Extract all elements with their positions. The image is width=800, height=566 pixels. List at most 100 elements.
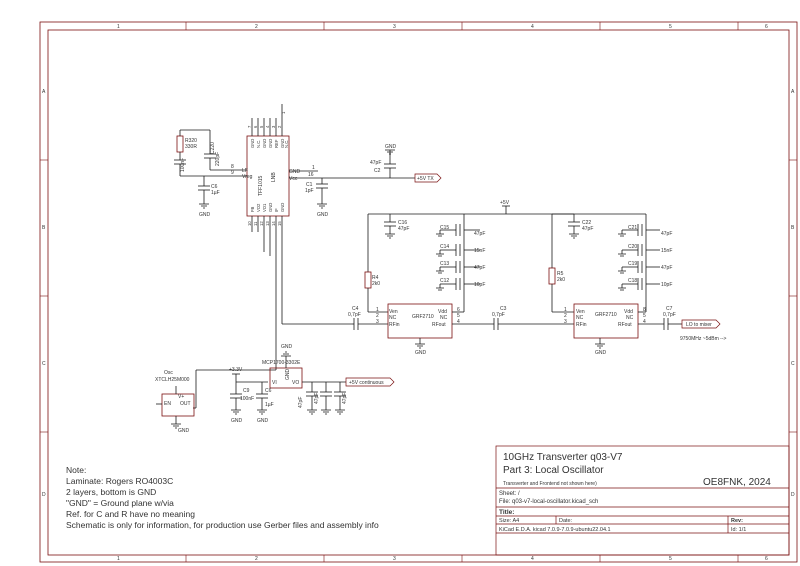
c1-ref: C1: [306, 182, 313, 188]
c12-ref: C12: [440, 278, 449, 284]
tff-bot-name: VO1: [262, 203, 267, 212]
c15-ref: C15: [440, 225, 449, 231]
grf1-nc: NC: [389, 315, 397, 321]
grf1-rfin: RFin: [389, 322, 400, 328]
title-sheet: Sheet: /: [499, 491, 520, 497]
r5-body: [548, 267, 556, 285]
gnd-label: GND: [199, 212, 211, 218]
grf2-pin: 3: [564, 319, 567, 325]
r320-value: 330R: [185, 144, 197, 150]
column-ticks: [40, 22, 797, 562]
r320-body: [176, 135, 184, 153]
grf1-rfout: RFout: [432, 322, 446, 328]
c-bot4-value: 47pF: [314, 393, 320, 404]
row-label: C: [42, 361, 46, 367]
c22-ref: C22: [582, 220, 591, 226]
c20-value: 15nF: [661, 248, 672, 254]
grf1-pin: 4: [457, 319, 460, 325]
c13-ref: C13: [440, 261, 449, 267]
tff-top-name: GND: [268, 139, 273, 148]
title-rev: Rev:: [731, 518, 743, 524]
r4-value: 2k0: [372, 281, 380, 287]
c18-value: 10pF: [661, 282, 672, 288]
plus5v-label: +5V: [500, 200, 510, 206]
gnd-label: GND: [178, 428, 190, 434]
title-kicad: KiCad E.D.A. kicad 7.0.9-7.0.9-ubuntu22.…: [499, 527, 611, 533]
c6-bot-value: 1µF: [265, 402, 274, 408]
grf1-pin: 2: [376, 313, 379, 319]
grf2-nc2: NC: [626, 315, 634, 321]
grf1-pin: 6: [457, 307, 460, 313]
tff-top-pin: 2: [277, 125, 282, 128]
tff-bot-name: IF: [274, 208, 279, 212]
row-label: C: [791, 361, 795, 367]
col-label: 4: [531, 24, 534, 30]
osc-body: [161, 393, 195, 417]
col-label: 3: [393, 556, 396, 562]
tff-pin16: 16: [308, 172, 314, 178]
col-label: 6: [765, 24, 768, 30]
title-block: [495, 445, 790, 556]
gnd-label: GND: [281, 344, 293, 350]
c-bot3-value: 47pF: [298, 397, 304, 408]
osc-ref: Osc: [164, 370, 173, 376]
col-label: 3: [393, 24, 396, 30]
row-label: B: [791, 225, 795, 231]
grf1-vdd: Vdd: [438, 309, 447, 315]
osc-en: EN: [164, 401, 171, 407]
tff-pin8: 8: [231, 164, 234, 170]
grf1-pin: 5: [457, 313, 460, 319]
outer-border: [39, 21, 798, 563]
title-label: Title:: [499, 509, 514, 516]
tff-top-name: N.C.: [284, 140, 289, 148]
c19-value: 47pF: [661, 265, 672, 271]
row-label: A: [791, 89, 795, 95]
lo-to-mixer-label: LO to mixer: [686, 322, 712, 328]
gnd-label: GND: [317, 212, 329, 218]
c13-value: 47pF: [474, 265, 485, 271]
col-label: 2: [255, 556, 258, 562]
r4-body: [364, 271, 372, 289]
tff-top-pin: 4: [265, 125, 270, 128]
c15-value: 47pF: [474, 231, 485, 237]
c3-value: 0,7pF: [492, 312, 505, 318]
tff-lf-pin: LF: [242, 168, 248, 174]
title-id: Id: 1/1: [731, 527, 746, 533]
c7-value: 0,7pF: [663, 312, 676, 318]
row-label: B: [42, 225, 46, 231]
tff-vreg-pin: Vreg: [242, 174, 253, 180]
inner-border: [47, 29, 790, 556]
tff-top-pin: 5: [259, 125, 264, 128]
tff-top-pin: 7: [247, 125, 252, 128]
c9-value: 100nF: [240, 396, 254, 402]
col-label: 5: [669, 24, 672, 30]
tff-pin1: 1: [312, 165, 315, 171]
gnd-label: GND: [385, 144, 397, 150]
c-bot5-value: 47pF: [342, 393, 348, 404]
c9-ref: C9: [243, 388, 250, 394]
r320-ref: R320: [185, 138, 197, 144]
tff-ref: TFF1015: [258, 175, 264, 196]
oscillator-section: [156, 351, 346, 429]
c-100nf-left-value: 100nF: [180, 158, 186, 172]
tff-top-name: GND: [250, 139, 255, 148]
note-line: Laminate: Rogers RO4003C: [66, 476, 173, 486]
plus5v-tx-flag: [414, 173, 442, 183]
tff-bot-pin: 13: [265, 221, 270, 226]
grf2-ven: Ven: [576, 309, 585, 315]
c2-value: 47pF: [370, 160, 381, 166]
note-line: 2 layers, bottom is GND: [66, 487, 156, 497]
r5-value: 2k0: [557, 277, 565, 283]
col-label: 2: [255, 24, 258, 30]
col-label: 5: [669, 556, 672, 562]
gnd-label: GND: [595, 350, 607, 356]
c14-value: 15nF: [474, 248, 485, 254]
plus5v-continuous-flag: [345, 377, 395, 387]
tff-top-pin: 3: [271, 125, 276, 128]
plus5v-tx-label: +5V TX: [417, 176, 434, 182]
osc-out: OUT: [180, 401, 191, 407]
title-line1: 10GHz Transverter q03-V7: [503, 452, 623, 463]
grf2-body: [573, 303, 639, 339]
tff-vcc: Vcc: [289, 176, 298, 182]
note-line: Ref. for C and R have no meaning: [66, 509, 195, 519]
